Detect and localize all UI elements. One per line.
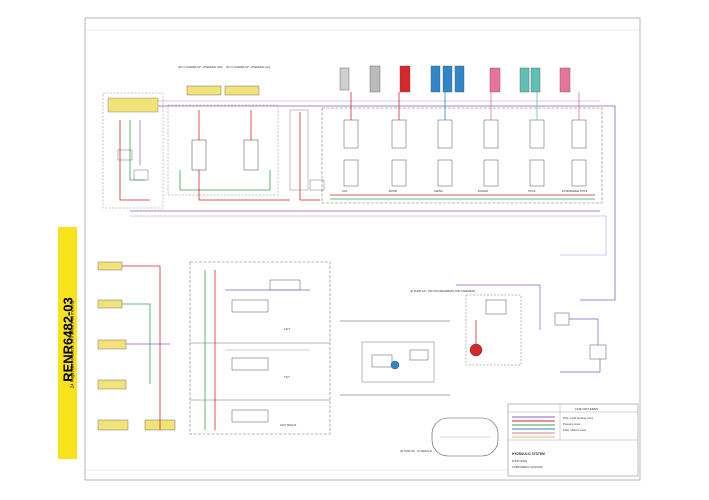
loader-label-lift: LIFT — [284, 327, 290, 331]
legend-title: LINE PATTERNS — [575, 407, 598, 411]
steer-label-rh: (20) CYLINDER GP - STEERING (RH) — [178, 65, 223, 69]
legend-pattern2: Pressure Lines — [563, 422, 581, 426]
title-block-name: HYDRAULIC SYSTEM — [512, 452, 545, 456]
loader-valve-box: LIFT TILT AUX RIGHT — [189, 261, 331, 435]
cylinder-pink — [489, 67, 501, 93]
legend-pattern1: Pilot / Load Sensing Lines — [563, 416, 594, 420]
tank-label: (5) TANK GP - HYDRAULIC — [400, 449, 432, 453]
document-banner: RENR6482-03 24 Page, (Dimensions: 24 inc… — [58, 227, 77, 459]
steer-label-lh: (21) CYLINDER GP - STEERING (LH) — [226, 65, 270, 69]
left-cylinders — [97, 261, 176, 431]
valve-label-swing: SWING — [434, 189, 443, 193]
cylinder-teal-2 — [530, 67, 541, 93]
valve-label-extendable: EXTENDABLE STICK — [562, 189, 588, 193]
top-cylinders — [339, 65, 571, 93]
valve-label-aux: AUX — [342, 189, 348, 193]
valve-label-bucket: BUCKET — [478, 189, 489, 193]
document-subtitle: 24 Page, (Dimensions: 24 inches x 36 inc… — [69, 300, 75, 389]
cylinder-grey-2 — [339, 67, 350, 91]
right-components — [554, 312, 607, 373]
cylinder-stick — [430, 65, 465, 93]
sheet-border — [84, 17, 641, 481]
pump-icon — [469, 343, 483, 357]
main-control-valve: AUX BOOM SWING BUCKET STICK EXTENDABLE S… — [321, 92, 603, 204]
cylinder-teal-1 — [519, 67, 530, 93]
pilot-lines — [112, 100, 616, 301]
valve-label-boom: BOOM — [389, 189, 397, 193]
pump-label: (2) PUMP GP - PISTON (IMPLEMENT AND STEE… — [410, 289, 475, 293]
loader-label-tilt: TILT — [284, 375, 290, 379]
steering-valve-box — [167, 104, 290, 201]
valve-label-stick: STICK — [528, 189, 536, 193]
cylinder-red — [399, 65, 411, 93]
pump-group: (2) PUMP GP - PISTON (IMPLEMENT AND STEE… — [410, 284, 541, 366]
cylinder-pink-2 — [559, 67, 571, 93]
hydraulic-tank: (5) TANK GP - HYDRAULIC — [400, 417, 499, 457]
steering-cylinders: (20) CYLINDER GP - STEERING (RH) (21) CY… — [178, 65, 270, 96]
title-block-functions: FUNCTIONS — [512, 459, 527, 463]
legend-pattern3: Drain / Return Lines — [563, 428, 587, 432]
pilot-control — [340, 320, 450, 396]
title-block-components: COMPONENT LOCATION — [512, 465, 543, 469]
left-manifold-box — [102, 92, 164, 209]
cylinder-grey — [369, 65, 381, 93]
loader-label-aux: AUX RIGHT — [280, 423, 297, 427]
legend-block: LINE PATTERNS Pilot / Load Sensing Lines… — [507, 403, 639, 477]
center-manifold — [289, 109, 325, 201]
